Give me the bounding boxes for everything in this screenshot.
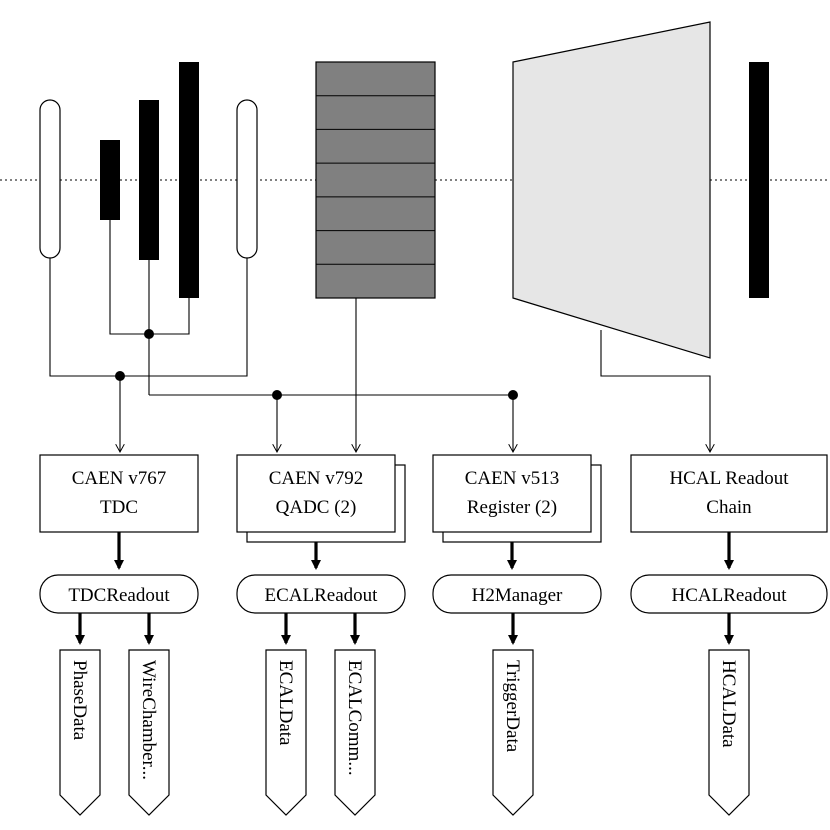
output-phase-data-label: PhaseData — [69, 660, 90, 741]
output-trigger-data-label: TriggerData — [502, 660, 523, 753]
module-qadc-line1: CAEN v792 — [269, 468, 363, 489]
output-ecal-comm-label: ECALComm... — [344, 660, 365, 776]
output-ecal-comm: ECALComm... — [334, 649, 376, 816]
signal-wiring — [49, 220, 710, 452]
readout-tdc-label: TDCReadout — [68, 585, 170, 606]
scintillator-counter-left — [39, 99, 61, 259]
module-tdc: CAEN v767 TDC — [39, 454, 199, 533]
junction-dot — [272, 390, 282, 400]
readout-h2manager-label: H2Manager — [472, 585, 563, 606]
ecal-crystal-matrix — [315, 61, 436, 299]
output-phase-data: PhaseData — [59, 649, 101, 816]
hcal-calorimeter — [512, 21, 711, 359]
rear-detector-bar — [749, 62, 769, 298]
readout-h2manager: H2Manager — [432, 574, 602, 614]
output-wire-chamber-label: WireChamber... — [138, 660, 159, 780]
output-trigger-data: TriggerData — [492, 649, 534, 816]
junction-dot — [144, 329, 154, 339]
wire-chamber-medium — [139, 100, 159, 260]
output-hcal-data-label: HCALData — [718, 660, 739, 748]
module-tdc-line2: TDC — [100, 497, 138, 518]
wire-chamber-large — [179, 62, 199, 298]
junction-dot — [115, 371, 125, 381]
readout-hcal: HCALReadout — [630, 574, 828, 614]
output-ecal-data-label: ECALData — [275, 660, 296, 746]
module-register: CAEN v513 Register (2) — [432, 454, 602, 543]
module-qadc: CAEN v792 QADC (2) — [236, 454, 406, 543]
readout-tdc: TDCReadout — [39, 574, 199, 614]
module-hcal-line1: HCAL Readout — [669, 468, 789, 489]
module-hcal-line2: Chain — [706, 497, 752, 518]
output-wire-chamber: WireChamber... — [128, 649, 170, 816]
module-register-line2: Register (2) — [467, 497, 557, 518]
readout-ecal-label: ECALReadout — [265, 585, 379, 606]
wire-chamber-small — [100, 140, 120, 220]
module-qadc-line2: QADC (2) — [276, 497, 357, 518]
module-register-line1: CAEN v513 — [465, 468, 559, 489]
junction-dot — [508, 390, 518, 400]
readout-hcal-label: HCALReadout — [671, 585, 787, 606]
readout-ecal: ECALReadout — [236, 574, 406, 614]
module-hcal-chain: HCAL Readout Chain — [630, 454, 828, 533]
output-ecal-data: ECALData — [265, 649, 307, 816]
output-hcal-data: HCALData — [708, 649, 750, 816]
module-tdc-line1: CAEN v767 — [72, 468, 166, 489]
scintillator-counter-right — [236, 99, 258, 259]
